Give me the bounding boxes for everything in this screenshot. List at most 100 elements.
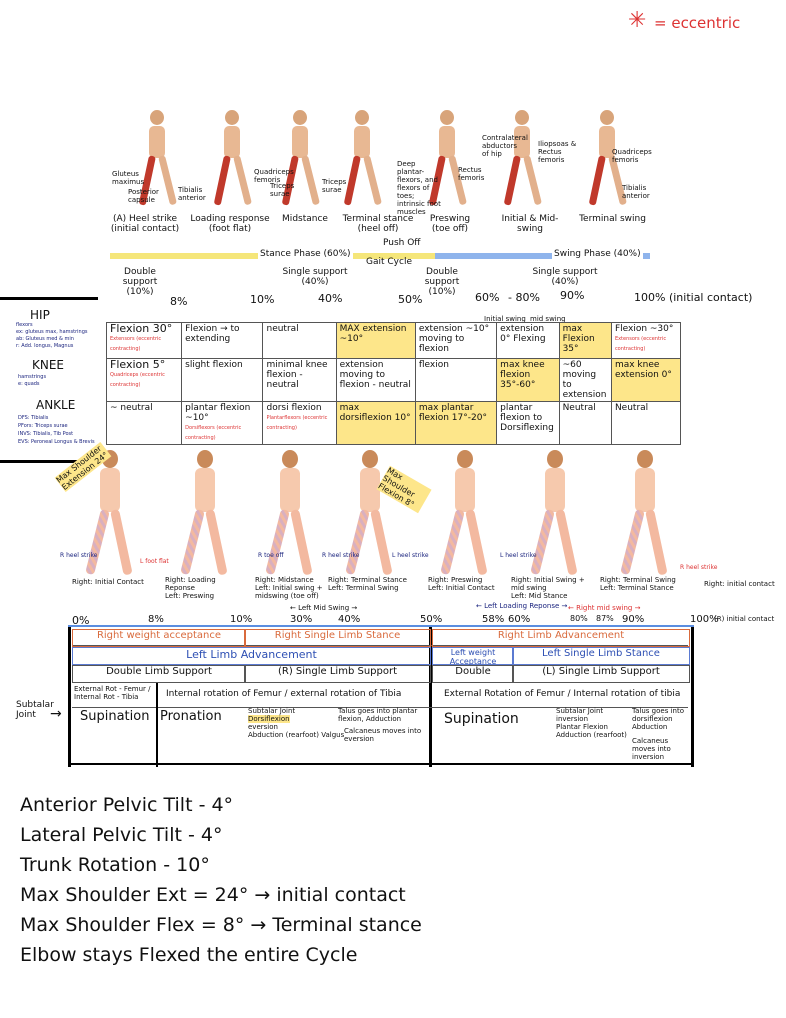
note: Elbow stays Flexed the entire Cycle: [20, 944, 358, 966]
cell: max knee extension 0°: [610, 358, 682, 402]
divider: [156, 683, 158, 767]
phase-label: Preswing(toe off): [429, 214, 471, 234]
figure: [530, 450, 578, 580]
gait-table: Flexion 30°Extensors (eccentric contract…: [105, 322, 682, 445]
mid-phase: Right: Initial Contact: [72, 578, 144, 586]
muscle-label: Contralateral abductors of hip: [482, 134, 528, 158]
gait-cycle-label: Gait Cycle: [366, 257, 412, 267]
muscle-label: Rectus femoris: [458, 166, 485, 182]
mid-annotation: ← Left Loading Reponse →: [476, 602, 568, 610]
pct-label: 90%: [622, 614, 645, 625]
phase-label: Loading response(foot flat): [190, 214, 270, 234]
cell: neutral: [262, 322, 337, 359]
cell: Flexion 5°Quadriceps (eccentric contract…: [105, 358, 183, 402]
figure-label: L heel strike: [500, 552, 537, 559]
figure-label: R heel strike: [680, 564, 718, 571]
figure-label: R toe off: [258, 552, 284, 559]
pct-label: (R) initial contact: [714, 615, 775, 623]
mid-annotation: ← Right mid swing →: [568, 604, 641, 612]
figure-heel-strike: [138, 110, 177, 210]
pct-label: 58%: [482, 614, 505, 625]
pct-label: 0%: [72, 614, 90, 627]
muscle-label: Triceps surae: [322, 178, 347, 194]
note: Anterior Pelvic Tilt - 4°: [20, 794, 234, 816]
pct-label: 50%: [420, 614, 443, 625]
cell: plantar flexion to Dorsiflexing: [496, 401, 560, 445]
note: Max Shoulder Ext = 24° → initial contact: [20, 884, 406, 906]
divider: [429, 627, 432, 767]
subtalar-mid: Subtalar Joint Dorsiflexion eversion Abd…: [248, 707, 422, 743]
pct-label: 90%: [560, 289, 585, 302]
eccentric-symbol-icon: ✳: [628, 8, 647, 33]
divider: [68, 627, 71, 767]
bar-cell: (R) Single Limb Support: [244, 665, 431, 683]
subtalar-side-label: Subtalar Joint: [16, 700, 54, 720]
ankle-title: ANKLE: [36, 398, 76, 412]
bar-cell: Left weight Acceptance: [432, 647, 514, 666]
muscle-label: Deep plantar-flexors, and flexors of toe…: [397, 160, 441, 216]
bar-row: Double Limb Support (R) Single Limb Supp…: [72, 665, 690, 683]
supination-label: Supination: [444, 711, 519, 727]
figure: [265, 450, 313, 580]
phase-label: Terminal stance(heel off): [342, 214, 414, 234]
phase-label: Terminal swing: [579, 214, 646, 224]
cell: plantar flexion ~10°Dorsiflexors (eccent…: [181, 401, 264, 445]
pct-label: 10%: [250, 293, 275, 306]
small-header: mid swing: [530, 315, 566, 323]
pct-label: 50%: [398, 293, 423, 306]
push-off-label: Push Off: [383, 238, 421, 248]
figure-preswing: [428, 110, 467, 210]
pct-label: 8%: [148, 614, 164, 625]
figure-loading-response: [213, 110, 252, 210]
muscle-label: Posterior capsule: [128, 188, 159, 204]
subtalar-right: Subtalar Joint inversion Plantar Flexion…: [556, 707, 684, 761]
pronation-label: Pronation: [160, 709, 222, 724]
pct-label: 60%: [508, 614, 531, 625]
phase-label: (A) Heel strike(initial contact): [110, 214, 180, 234]
bar-cell: Right weight acceptance: [72, 629, 246, 647]
pct-label: 40%: [318, 292, 343, 305]
arrow-icon: →: [50, 706, 62, 722]
phase-label: Midstance: [282, 214, 328, 224]
cell: ~60 moving to extension: [558, 358, 612, 402]
figure: [180, 450, 228, 580]
cell: extension ~10° moving to flexion: [414, 322, 498, 359]
figure: [85, 450, 133, 580]
muscle-label: Iliopsoas & Rectus femoris: [538, 140, 577, 164]
rotation-label: External Rot - Femur / Internal Rot - Ti…: [74, 685, 151, 701]
muscle-label: Triceps surae: [270, 182, 295, 198]
figure: [345, 450, 393, 580]
mid-annotation: ← Left Mid Swing →: [290, 604, 358, 612]
figure-label: L heel strike: [392, 552, 429, 559]
pct-label: 100%: [690, 614, 719, 625]
muscle-label: Gluteus maximus: [112, 170, 145, 186]
figure-label: R heel strike: [322, 552, 360, 559]
cell: Flexion → to extending: [181, 322, 264, 359]
swing-bar: [435, 253, 650, 259]
gait-bars: Right weight acceptance Right Single Lim…: [68, 625, 694, 767]
support-label: Double support(10%): [424, 267, 460, 297]
bar-row: Right weight acceptance Right Single Lim…: [72, 629, 690, 647]
muscle-label: Tibialis anterior: [178, 186, 206, 202]
bar-cell: Left Single Limb Stance: [512, 647, 690, 665]
cell: flexion: [414, 358, 498, 402]
bottom-notes: Anterior Pelvic Tilt - 4° Lateral Pelvic…: [20, 790, 422, 970]
bar-cell: Left Limb Advancement: [72, 647, 431, 665]
pct-label: 87%: [596, 614, 614, 623]
muscle-label: Quadriceps femoris: [612, 148, 652, 164]
cell: max Flexion 35°: [558, 322, 612, 359]
cell: minimal knee flexion - neutral: [262, 358, 337, 402]
cell: max dorsiflexion 10°: [335, 401, 416, 445]
pct-label: 60%: [475, 291, 500, 304]
cell: MAX extension ~10°: [335, 322, 416, 359]
cell: Neutral: [558, 401, 612, 445]
stance-phase-label: Stance Phase (60%): [258, 249, 353, 259]
figure: [440, 450, 488, 580]
bar-cell: (L) Single Limb Support: [512, 665, 690, 683]
